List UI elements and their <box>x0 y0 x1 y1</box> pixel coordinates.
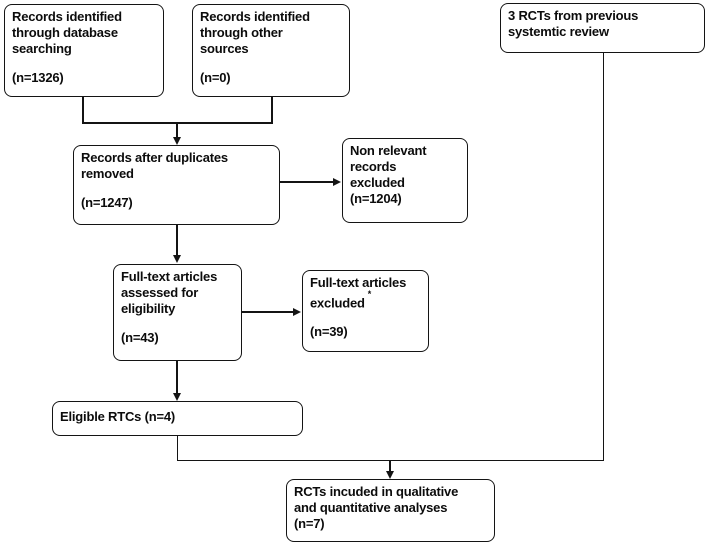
box-fulltext-assessed-count: (n=43) <box>121 330 159 345</box>
box-fulltext-assessed-label: Full-text articles assessed for eligibil… <box>121 269 218 316</box>
arrow-to-fulltext-assessed-head <box>173 255 181 263</box>
box-records-database-count: (n=1326) <box>12 70 64 85</box>
arrow-to-non-relevant-head <box>333 177 341 186</box>
box-fulltext-excluded: Full-text articles excluded* (n=39) <box>302 270 429 352</box>
box-records-other-sources-count: (n=0) <box>200 70 231 85</box>
box-previous-review-rcts-label: 3 RCTs from previous systemtic review <box>508 8 639 39</box>
connector-other-sources-down-line <box>271 96 273 124</box>
arrow-to-included-head <box>386 471 394 479</box>
arrow-to-non-relevant-stem <box>280 181 334 183</box>
box-fulltext-excluded-label: Full-text articles excluded* <box>310 275 421 311</box>
arrow-to-fulltext-excluded-stem <box>242 311 294 313</box>
arrow-to-eligible-stem <box>176 361 178 394</box>
box-after-duplicates: Records after duplicates removed (n=1247… <box>73 145 280 225</box>
arrow-to-after-duplicates-stem <box>176 124 178 138</box>
box-records-other-sources-label: Records identified through other sources <box>200 9 310 56</box>
box-fulltext-excluded-text: Full-text articles excluded <box>310 275 407 311</box>
connector-database-down-line <box>82 96 84 124</box>
arrow-to-after-duplicates-head <box>173 137 181 145</box>
box-fulltext-excluded-count: (n=39) <box>310 324 348 340</box>
connector-eligible-down-line <box>177 436 178 461</box>
box-after-duplicates-count: (n=1247) <box>81 195 133 210</box>
arrow-to-included-stem <box>389 460 391 472</box>
box-eligible-rtcs-label: Eligible RTCs (n=4) <box>60 409 176 424</box>
box-non-relevant-excluded-label: Non relevant records excluded (n=1204) <box>350 143 427 206</box>
box-after-duplicates-label: Records after duplicates removed <box>81 150 228 181</box>
arrow-to-eligible-head <box>173 393 181 401</box>
box-eligible-rtcs: Eligible RTCs (n=4) <box>52 401 303 436</box>
box-previous-review-rcts: 3 RCTs from previous systemtic review <box>500 3 705 53</box>
asterisk-footnote-marker: * <box>367 289 372 299</box>
box-included-analyses-label: RCTs incuded in qualitative and quantita… <box>294 484 459 531</box>
connector-previous-review-down-line <box>603 52 604 461</box>
arrow-to-fulltext-assessed-stem <box>176 225 178 256</box>
box-non-relevant-excluded: Non relevant records excluded (n=1204) <box>342 138 468 223</box>
box-fulltext-assessed: Full-text articles assessed for eligibil… <box>113 264 242 361</box>
box-records-database-label: Records identified through database sear… <box>12 9 122 56</box>
box-records-other-sources: Records identified through other sources… <box>192 4 350 97</box>
arrow-to-fulltext-excluded-head <box>293 307 301 316</box>
box-included-analyses: RCTs incuded in qualitative and quantita… <box>286 479 495 542</box>
connector-merge-horizontal-line <box>82 122 273 124</box>
box-records-database: Records identified through database sear… <box>4 4 164 97</box>
